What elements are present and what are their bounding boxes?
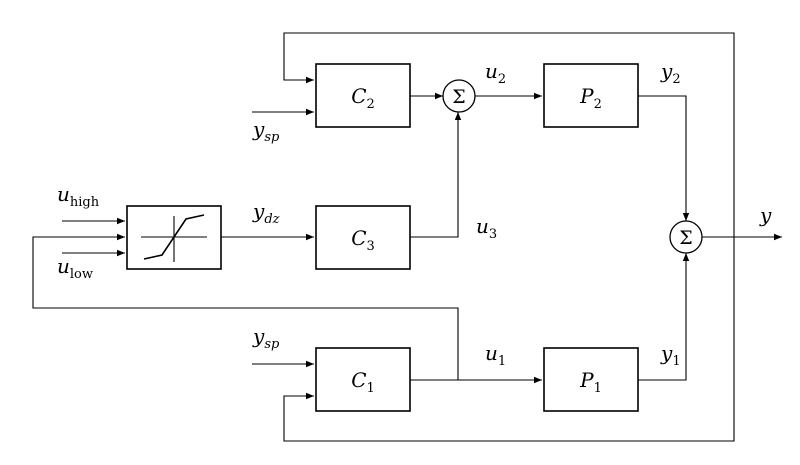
svg-text:C1: C1 <box>351 368 375 396</box>
svg-text:P2: P2 <box>579 84 602 112</box>
svg-text:Σ: Σ <box>452 86 465 108</box>
block-p2: P2 <box>543 63 639 128</box>
block-c1: C1 <box>315 347 411 412</box>
saturation-icon <box>143 214 205 260</box>
label-u2: u2 <box>485 59 506 87</box>
block-c3: C3 <box>315 205 411 270</box>
feedback-wire-top <box>283 32 735 237</box>
svg-text:C2: C2 <box>351 84 375 112</box>
label-u1: u1 <box>485 341 506 369</box>
wire-u1-to-sat <box>32 233 459 380</box>
saturation-block <box>126 205 222 270</box>
label-y-output: y <box>759 203 772 227</box>
label-u3: u3 <box>476 214 497 242</box>
wire-p1-to-sum <box>638 253 690 381</box>
sum-junction-output: Σ <box>669 220 703 254</box>
svg-text:Σ: Σ <box>679 227 692 249</box>
label-ysp-top: ysp <box>252 117 280 145</box>
svg-text:C3: C3 <box>351 226 375 254</box>
wire-c3-to-sum <box>410 112 462 238</box>
label-y1: y1 <box>660 341 681 369</box>
label-y2: y2 <box>660 59 681 87</box>
svg-text:P1: P1 <box>579 368 602 396</box>
block-c2: C2 <box>315 63 411 128</box>
label-ulow: ulow <box>57 254 93 282</box>
label-ydz: ydz <box>252 199 280 227</box>
block-p1: P1 <box>543 347 639 412</box>
wire-p2-to-sum <box>638 95 690 221</box>
label-uhigh: uhigh <box>57 182 100 210</box>
feedback-wire-bottom <box>283 237 735 442</box>
sum-junction-top: Σ <box>442 79 476 113</box>
label-ysp-bottom: ysp <box>252 324 280 352</box>
